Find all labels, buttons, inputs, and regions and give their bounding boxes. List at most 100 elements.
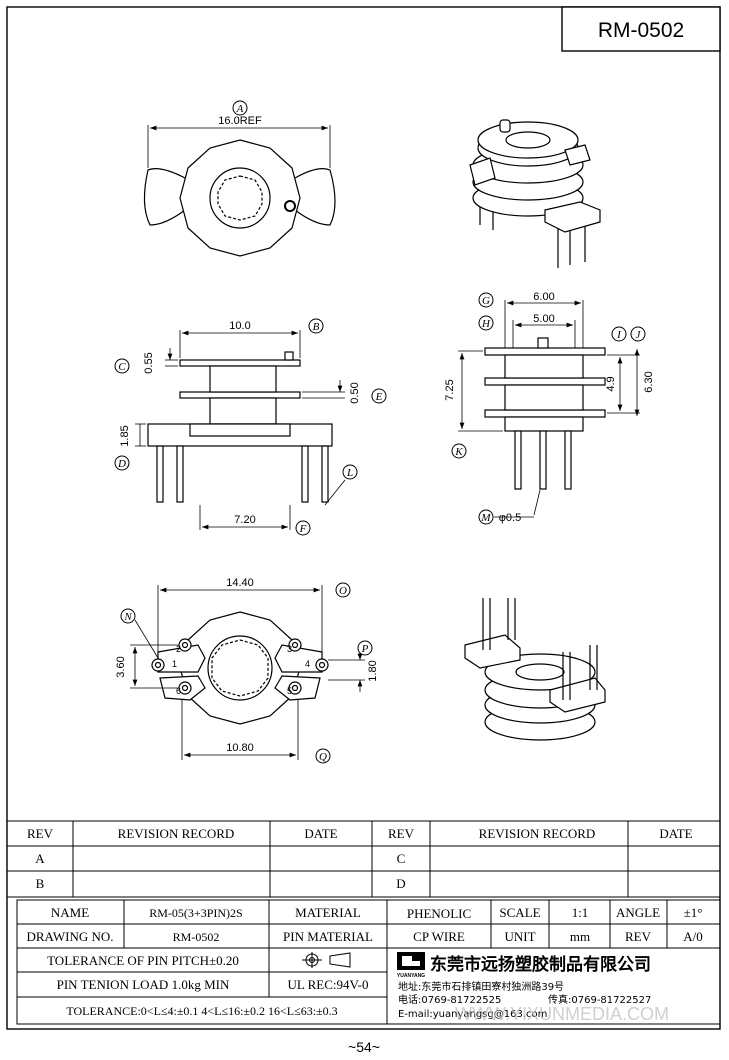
- callout-f: F: [295, 520, 311, 536]
- unit-label: UNIT: [504, 929, 535, 944]
- ul-rec: UL REC:94V-0: [287, 977, 368, 992]
- side-view: [147, 351, 333, 503]
- callout-b: B: [308, 318, 324, 334]
- company-fax: 传真:0769-81722527: [548, 993, 651, 1006]
- svg-text:C: C: [118, 361, 126, 373]
- svg-text:K: K: [454, 446, 463, 458]
- isometric-view-top: [469, 119, 601, 268]
- unit-value: mm: [570, 929, 590, 944]
- callout-e: E: [371, 388, 387, 404]
- callout-k: K: [451, 443, 467, 459]
- dim-h: 5.00: [533, 313, 554, 325]
- angle-label: ANGLE: [616, 905, 660, 920]
- drawing-no-value: RM-0502: [173, 930, 220, 944]
- pin-material-value: CP WIRE: [413, 929, 465, 944]
- page-number: ~54~: [348, 1039, 380, 1055]
- dim-o: 14.40: [226, 577, 254, 589]
- drawing-code-box: RM-0502: [561, 6, 721, 52]
- bottom-view: [151, 611, 329, 725]
- side-view-dimensions: [135, 330, 346, 530]
- tolerance-pitch: TOLERANCE OF PIN PITCH±0.20: [47, 953, 239, 968]
- callout-i: I: [611, 326, 627, 342]
- svg-text:YUANYANG: YUANYANG: [397, 973, 425, 979]
- date-header-left: DATE: [304, 826, 337, 841]
- sheet-border: [6, 6, 721, 1030]
- callout-q: Q: [315, 748, 331, 764]
- company-phone: 电话:0769-81722525: [398, 993, 501, 1006]
- dim-c: 0.55: [143, 352, 155, 373]
- svg-text:O: O: [339, 585, 347, 597]
- end-view: [484, 337, 606, 490]
- drawing-code: RM-0502: [598, 19, 684, 42]
- pin-label-2: 2: [176, 644, 181, 654]
- dim-49: 4.9: [605, 376, 617, 391]
- tolerance-general: TOLERANCE:0<L≤4:±0.1 4<L≤16:±0.2 16<L≤63…: [66, 1004, 337, 1018]
- material-label: MATERIAL: [295, 905, 361, 920]
- watermark: WWW.YIXUNMEDIA.COM: [455, 1004, 669, 1024]
- end-view-dimensions: [458, 300, 640, 516]
- dim-360: 3.60: [115, 656, 127, 677]
- svg-text:H: H: [481, 318, 491, 330]
- company-logo: YUANYANG: [397, 952, 425, 979]
- callout-l: L: [342, 464, 358, 480]
- callout-c: C: [114, 358, 130, 374]
- callout-h: H: [478, 315, 494, 331]
- callout-m: M: [478, 509, 494, 525]
- svg-text:N: N: [123, 611, 132, 623]
- dim-d: 1.85: [119, 425, 131, 446]
- isometric-view-bottom: [464, 598, 606, 741]
- dim-725: 7.25: [444, 379, 456, 400]
- dim-m: φ0.5: [499, 512, 521, 524]
- date-header-right: DATE: [659, 826, 692, 841]
- revision-table: [6, 820, 721, 898]
- bottom-view-dimensions: [130, 585, 365, 760]
- callout-d: D: [114, 455, 130, 471]
- rev-row-b: B: [36, 876, 45, 891]
- drawing-no-label: DRAWING NO.: [26, 929, 113, 944]
- rev-value: A/0: [683, 929, 703, 944]
- dim-630: 6.30: [643, 371, 655, 392]
- record-header-left: REVISION RECORD: [118, 826, 235, 841]
- company-name: 东莞市远扬塑胶制品有限公司: [430, 954, 651, 975]
- pin-label-5: 5: [287, 686, 292, 696]
- top-view: [143, 125, 336, 257]
- callout-j: J: [630, 326, 646, 342]
- dim-p: 1.80: [367, 660, 379, 681]
- pin-numbers: 1 2 3 4 5 6: [172, 644, 310, 696]
- projection-symbol: [302, 952, 351, 968]
- callout-g: G: [478, 292, 494, 308]
- name-label: NAME: [51, 905, 89, 920]
- rev-label: REV: [625, 929, 652, 944]
- angle-value: ±1°: [684, 905, 703, 920]
- company-address: 地址:东莞市石排镇田寮村独洲路39号: [398, 980, 564, 993]
- rev-row-a: A: [35, 851, 45, 866]
- pin-label-3: 3: [287, 644, 292, 654]
- record-header-right: REVISION RECORD: [479, 826, 596, 841]
- callout-o: O: [335, 582, 351, 598]
- pin-label-4: 4: [305, 659, 310, 669]
- svg-text:P: P: [361, 643, 369, 655]
- scale-label: SCALE: [499, 905, 540, 920]
- pin-material-label: PIN MATERIAL: [283, 929, 373, 944]
- company-email: E-mail:yuanyangsg@163.com: [398, 1009, 547, 1020]
- title-block: [16, 899, 721, 1025]
- dim-f: 7.20: [234, 514, 255, 526]
- scale-value: 1:1: [572, 905, 589, 920]
- rev-row-d: D: [396, 876, 405, 891]
- rev-header-left: REV: [27, 826, 54, 841]
- svg-text:G: G: [482, 295, 490, 307]
- rev-row-c: C: [397, 851, 406, 866]
- name-value: RM-05(3+3PIN)2S: [149, 906, 242, 920]
- svg-text:D: D: [117, 458, 126, 470]
- svg-text:I: I: [616, 329, 622, 341]
- dim-g: 6.00: [533, 291, 554, 303]
- dim-a: 16.0REF: [218, 115, 262, 127]
- pin-label-1: 1: [172, 659, 177, 669]
- svg-text:A: A: [236, 103, 244, 115]
- svg-text:Q: Q: [319, 751, 327, 763]
- rev-header-right: REV: [388, 826, 415, 841]
- callout-p: P: [357, 640, 373, 656]
- dim-q: 10.80: [226, 742, 254, 754]
- callout-a: A: [232, 100, 248, 116]
